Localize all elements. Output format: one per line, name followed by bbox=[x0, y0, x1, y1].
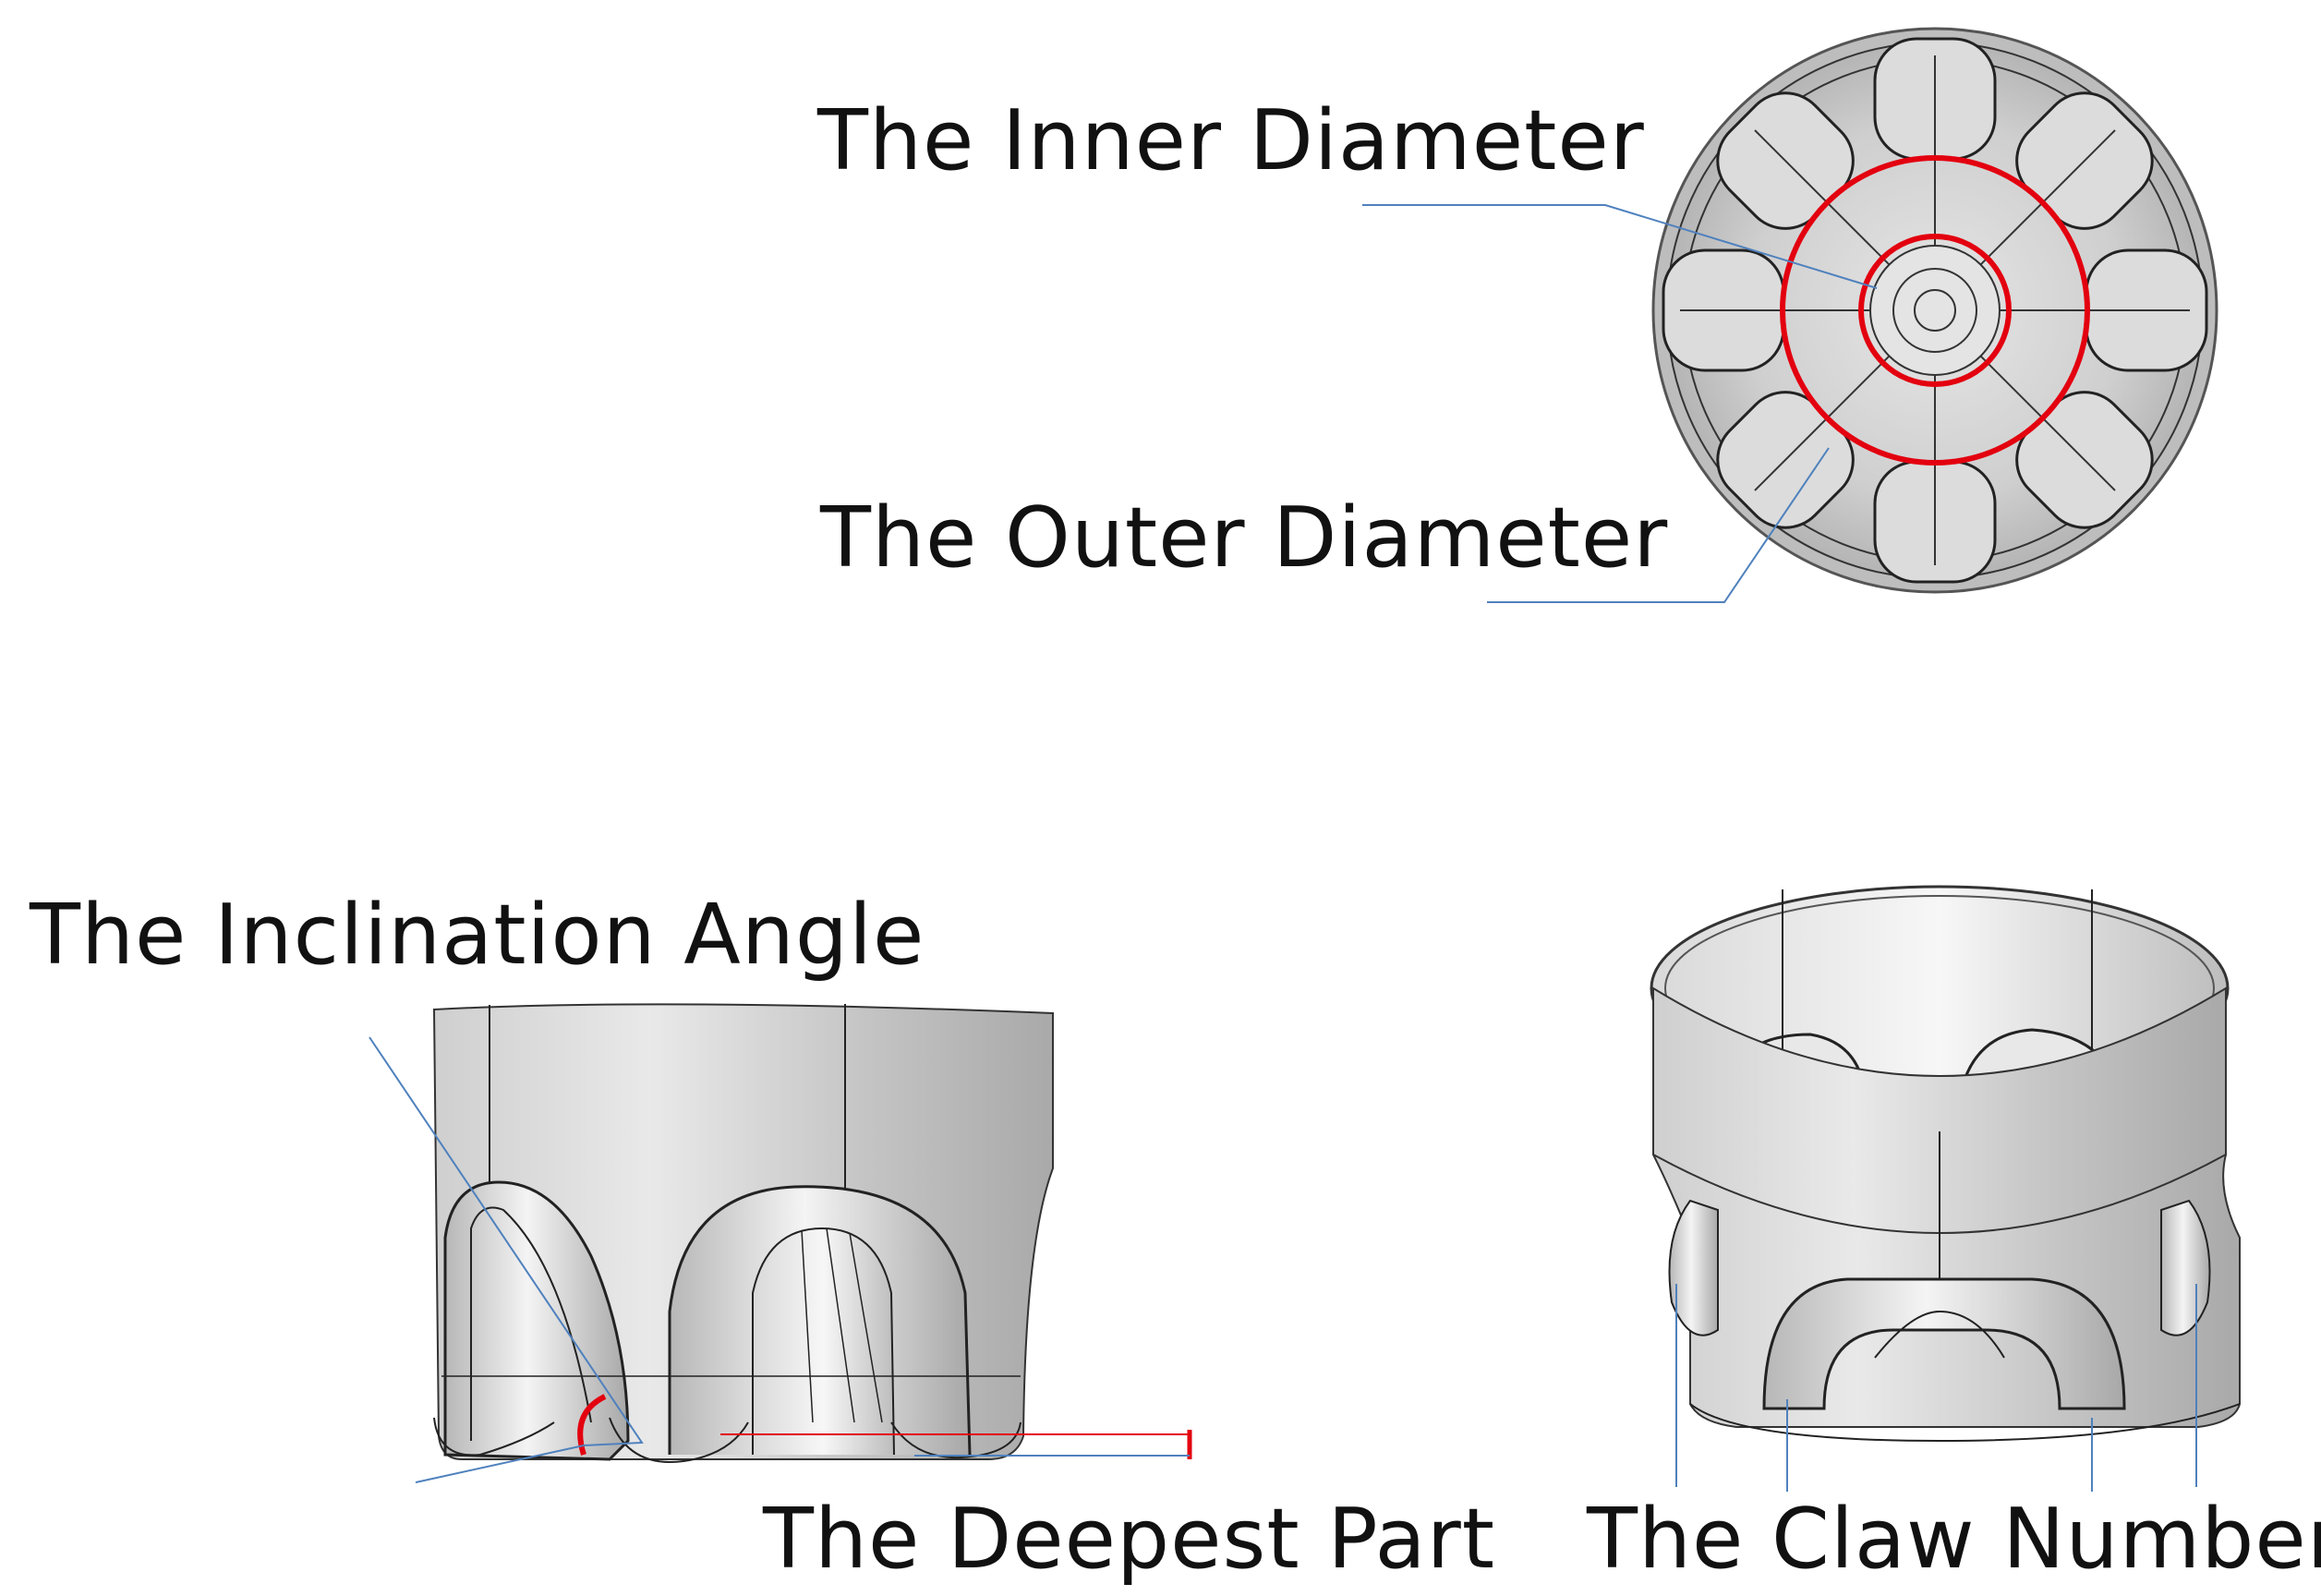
side-view-model bbox=[432, 1003, 1054, 1463]
inner-diameter-label: The Inner Diameter bbox=[817, 92, 1645, 189]
diameter-markers bbox=[1780, 155, 2090, 466]
top-view-model bbox=[1651, 27, 2218, 594]
isometric-view-model bbox=[1650, 885, 2241, 1443]
outer-diameter-label: The Outer Diameter bbox=[820, 490, 1669, 586]
inclination-angle-label: The Inclination Angle bbox=[30, 887, 925, 984]
inner-diameter-leader bbox=[1362, 204, 1878, 289]
inner-diameter-circle bbox=[1858, 234, 2012, 387]
outer-diameter-leader bbox=[1487, 447, 1830, 603]
inclination-angle-marker bbox=[369, 1036, 644, 1483]
top-view-leaders bbox=[1362, 204, 1878, 603]
claw-number-label: The Claw Number bbox=[1587, 1491, 2321, 1588]
outer-diameter-circle bbox=[1780, 155, 2090, 466]
deepest-part-marker bbox=[720, 1430, 1192, 1459]
deepest-part-label: The Deepest Part bbox=[763, 1491, 1495, 1588]
claw-number-leaders bbox=[1675, 1284, 2197, 1492]
